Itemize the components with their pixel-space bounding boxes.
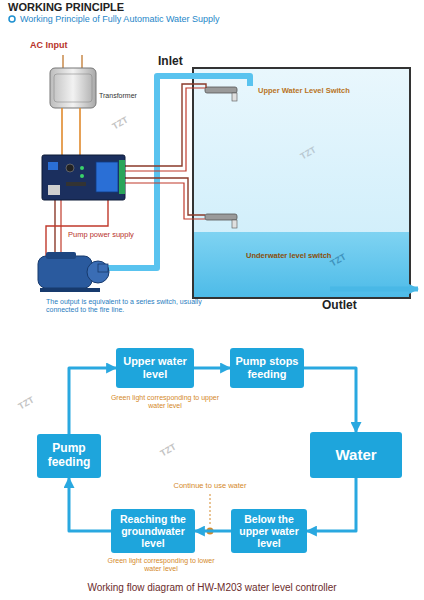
flow-arrow (194, 367, 230, 370)
inlet-pipe (106, 76, 250, 268)
part-label: Outlet (322, 299, 357, 313)
wire (125, 183, 205, 219)
wire (125, 88, 205, 171)
process-box: Water (310, 432, 402, 478)
annotation: Continue to use water (160, 482, 260, 491)
box-text: Water (335, 446, 376, 463)
flow-arrow (304, 368, 356, 432)
controller-board (42, 155, 125, 200)
wire (61, 108, 63, 156)
part-label: Upper Water Level Switch (258, 87, 350, 96)
part-label: Transformer (99, 92, 137, 100)
box-text: Pump stops feeding (233, 355, 301, 380)
watermark: TZT (111, 115, 130, 132)
flow-arrow (307, 478, 356, 531)
part-label: Inlet (158, 55, 183, 69)
process-box: Reaching the groundwater level (111, 509, 195, 553)
part-label: Underwater level switch (246, 252, 331, 261)
process-box: Pump stops feeding (230, 348, 304, 388)
leader-line (210, 494, 211, 524)
outlet-pipe (330, 287, 418, 292)
wire (46, 200, 108, 260)
flow-arrow (69, 478, 111, 531)
process-box: Pump feeding (37, 434, 101, 478)
upper-level-switch (205, 87, 237, 101)
process-box: Upper water level (116, 348, 194, 388)
lower-level-switch (205, 214, 237, 228)
part-label: AC Input (30, 40, 68, 50)
part-label: Pump power supply (68, 231, 134, 240)
wire (125, 84, 206, 166)
annotation: Green light corresponding to upper water… (110, 394, 220, 410)
watermark: TZT (17, 395, 36, 412)
wire (79, 108, 81, 156)
flow-arrow (195, 530, 231, 533)
watermark: TZT (159, 442, 178, 459)
bullet (9, 16, 15, 22)
note: The output is equivalent to a series swi… (46, 298, 216, 314)
water-pump (38, 252, 109, 292)
subtitle: Working Principle of Fully Automatic Wat… (20, 14, 220, 24)
annotation: Green light corresponding to lower water… (106, 557, 216, 573)
box-text: Reaching the groundwater level (114, 513, 192, 549)
page-title: WORKING PRINCIPLE (8, 1, 124, 14)
caption: Working flow diagram of HW-M203 water le… (0, 582, 424, 594)
process-box: Below the upper water level (231, 509, 307, 553)
box-text: Upper water level (119, 355, 191, 380)
flow-arrow (69, 368, 116, 434)
box-text: Pump feeding (40, 442, 98, 470)
water-tank (193, 68, 410, 298)
transformer (50, 55, 96, 108)
box-text: Below the upper water level (234, 513, 304, 549)
